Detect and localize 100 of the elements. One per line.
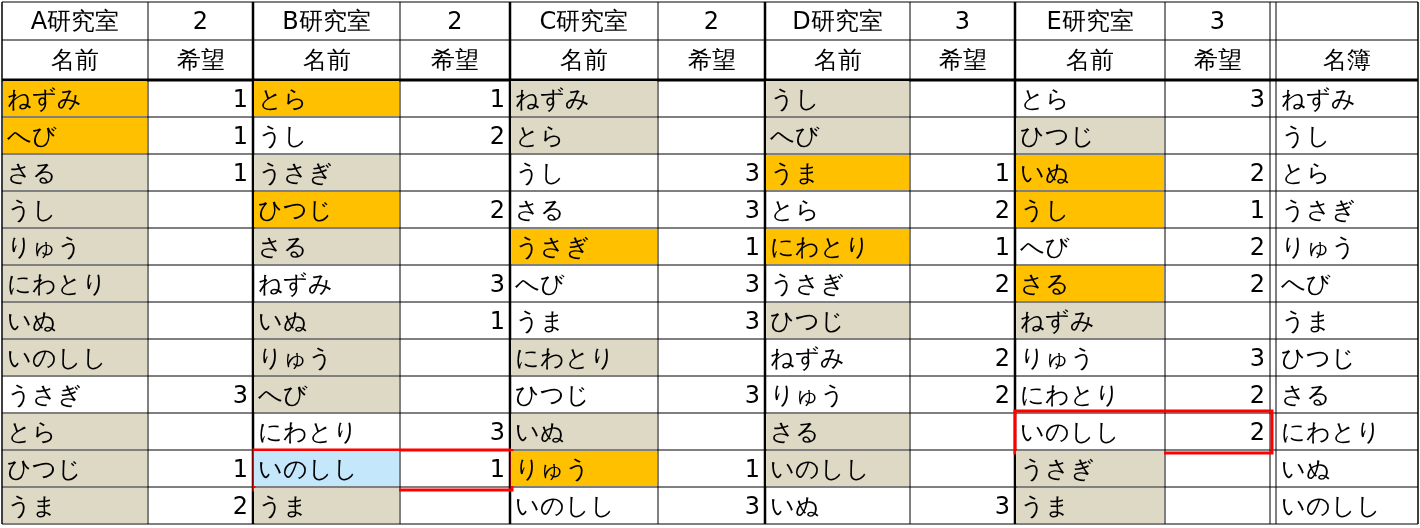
shaded-name-cell: うま — [3, 488, 147, 523]
lab-heading: C研究室 — [538, 6, 630, 37]
roster-name: ひつじ — [1280, 342, 1357, 374]
preference-number: 3 — [743, 194, 761, 226]
name-text: りゅう — [769, 379, 846, 411]
shaded-name-cell: にわとり — [511, 340, 657, 375]
preference-number: 1 — [993, 157, 1011, 189]
shaded-name-cell: にわとり — [3, 266, 147, 301]
shaded-name-cell: うし — [766, 81, 909, 116]
roster-name: へび — [1280, 268, 1332, 300]
name-text: にわとり — [257, 416, 359, 448]
preference-number: 3 — [1248, 342, 1266, 374]
shaded-name-cell: うさぎ — [254, 155, 399, 190]
preference-number: 2 — [993, 268, 1011, 300]
name-text: とら — [1019, 83, 1071, 115]
column-heading: 名前 — [812, 45, 863, 76]
roster-name: いのしし — [1280, 490, 1382, 522]
shaded-name-cell: うま — [254, 488, 399, 523]
name-text: ねずみ — [257, 268, 334, 300]
column-heading: 希望 — [937, 45, 988, 76]
preference-number: 1 — [231, 453, 249, 485]
preference-number: 1 — [743, 231, 761, 263]
shaded-name-cell: へび — [254, 377, 399, 412]
column-heading: 名前 — [559, 45, 609, 76]
assigned-name-cell: うし — [1016, 192, 1164, 227]
shaded-name-cell: さる — [766, 414, 909, 449]
column-heading: 名前 — [1065, 45, 1115, 76]
lab-heading: B研究室 — [281, 6, 372, 37]
name-text: うさぎ — [769, 268, 846, 300]
shaded-name-cell: うさぎ — [1016, 451, 1164, 486]
column-heading: 希望 — [175, 45, 226, 76]
name-text: りゅう — [1019, 342, 1096, 374]
name-text: ひつじ — [514, 379, 591, 411]
lab-heading: E研究室 — [1045, 6, 1135, 37]
assigned-name-cell: ひつじ — [254, 192, 399, 227]
shaded-name-cell: さる — [254, 229, 399, 264]
shaded-name-cell: りゅう — [254, 340, 399, 375]
preference-number: 1 — [231, 157, 249, 189]
lab-heading: D研究室 — [791, 6, 884, 37]
shaded-name-cell: いぬ — [511, 414, 657, 449]
shaded-name-cell: りゅう — [3, 229, 147, 264]
roster-name: うし — [1280, 120, 1332, 152]
preference-number: 2 — [231, 490, 249, 522]
shaded-name-cell: うし — [3, 192, 147, 227]
capacity-number: 3 — [953, 6, 972, 37]
assigned-name-cell: さる — [1016, 266, 1164, 301]
preference-number: 2 — [1248, 379, 1266, 411]
preference-number: 1 — [993, 231, 1011, 263]
preference-number: 3 — [743, 268, 761, 300]
preference-number: 2 — [993, 379, 1011, 411]
name-text: へび — [514, 268, 566, 300]
shaded-name-cell: うま — [1016, 488, 1164, 523]
shaded-name-cell: いぬ — [254, 303, 399, 338]
preference-number: 2 — [1248, 231, 1266, 263]
name-text: とら — [769, 194, 821, 226]
assigned-name-cell: ねずみ — [3, 81, 147, 116]
name-text: へび — [1019, 231, 1071, 263]
preference-number: 2 — [1248, 157, 1266, 189]
column-heading: 名前 — [301, 45, 352, 76]
capacity-number: 2 — [446, 6, 464, 37]
column-heading: 希望 — [686, 45, 737, 76]
selected-name-cell: いのしし — [254, 451, 399, 486]
preference-number: 3 — [488, 416, 506, 448]
column-heading: 希望 — [430, 45, 480, 76]
name-text: うさぎ — [6, 379, 83, 411]
shaded-name-cell: ひつじ — [766, 303, 909, 338]
column-heading: 希望 — [1192, 45, 1243, 76]
preference-number: 1 — [743, 453, 761, 485]
assigned-name-cell: うさぎ — [511, 229, 657, 264]
column-heading: 名簿 — [1322, 45, 1372, 76]
lab-heading: A研究室 — [29, 6, 121, 37]
roster-name: にわとり — [1280, 416, 1382, 448]
name-text: ねずみ — [769, 342, 846, 374]
roster-name: とら — [1280, 157, 1332, 189]
preference-number: 2 — [993, 194, 1011, 226]
preference-number: 3 — [743, 379, 761, 411]
preference-number: 3 — [231, 379, 249, 411]
preference-number: 2 — [993, 342, 1011, 374]
preference-number: 1 — [488, 305, 506, 337]
preference-number: 3 — [743, 305, 761, 337]
name-text: にわとり — [1019, 379, 1121, 411]
preference-number: 3 — [993, 490, 1011, 522]
assigned-name-cell: へび — [3, 118, 147, 153]
assigned-name-cell: いぬ — [1016, 155, 1164, 190]
shaded-name-cell: ひつじ — [3, 451, 147, 486]
shaded-name-cell: ねずみ — [511, 81, 657, 116]
shaded-name-cell: いぬ — [3, 303, 147, 338]
preference-number: 2 — [488, 194, 506, 226]
capacity-number: 2 — [702, 6, 721, 37]
preference-number: 2 — [488, 120, 506, 152]
preference-number: 1 — [488, 83, 506, 115]
assigned-name-cell: とら — [254, 81, 399, 116]
shaded-name-cell: とら — [511, 118, 657, 153]
shaded-name-cell: ねずみ — [1016, 303, 1164, 338]
shaded-name-cell: いのしし — [3, 340, 147, 375]
name-text: うし — [514, 157, 566, 189]
preference-number: 3 — [743, 490, 761, 522]
shaded-name-cell: いのしし — [766, 451, 909, 486]
assigned-name-cell: にわとり — [766, 229, 909, 264]
preference-number: 3 — [488, 268, 506, 300]
